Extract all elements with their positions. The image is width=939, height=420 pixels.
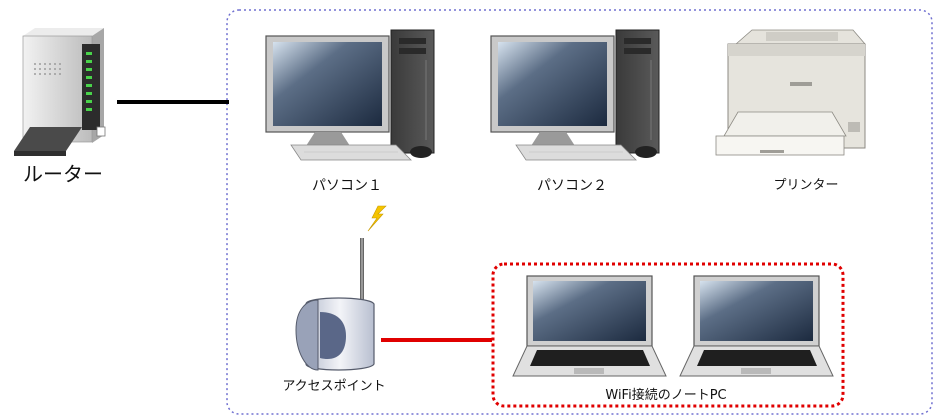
lan-boundary	[226, 9, 933, 415]
router-icon	[14, 28, 106, 156]
access-point-label: アクセスポイント	[282, 379, 385, 394]
desktop-pc-icon	[490, 29, 660, 161]
pc2-label: パソコン２	[537, 178, 607, 194]
router-label: ルーター	[23, 162, 103, 186]
printer-icon	[715, 29, 866, 156]
wifi-laptop-group	[491, 262, 845, 408]
printer-label: プリンター	[773, 178, 838, 193]
access-point-icon	[295, 238, 375, 371]
wifi-group-label: WiFi接続のノートPC	[605, 387, 726, 403]
laptop-icon	[512, 275, 667, 377]
lightning-icon	[367, 205, 387, 232]
pc1-label: パソコン１	[312, 178, 382, 194]
desktop-pc-icon	[265, 29, 435, 161]
laptop-icon	[679, 275, 834, 377]
